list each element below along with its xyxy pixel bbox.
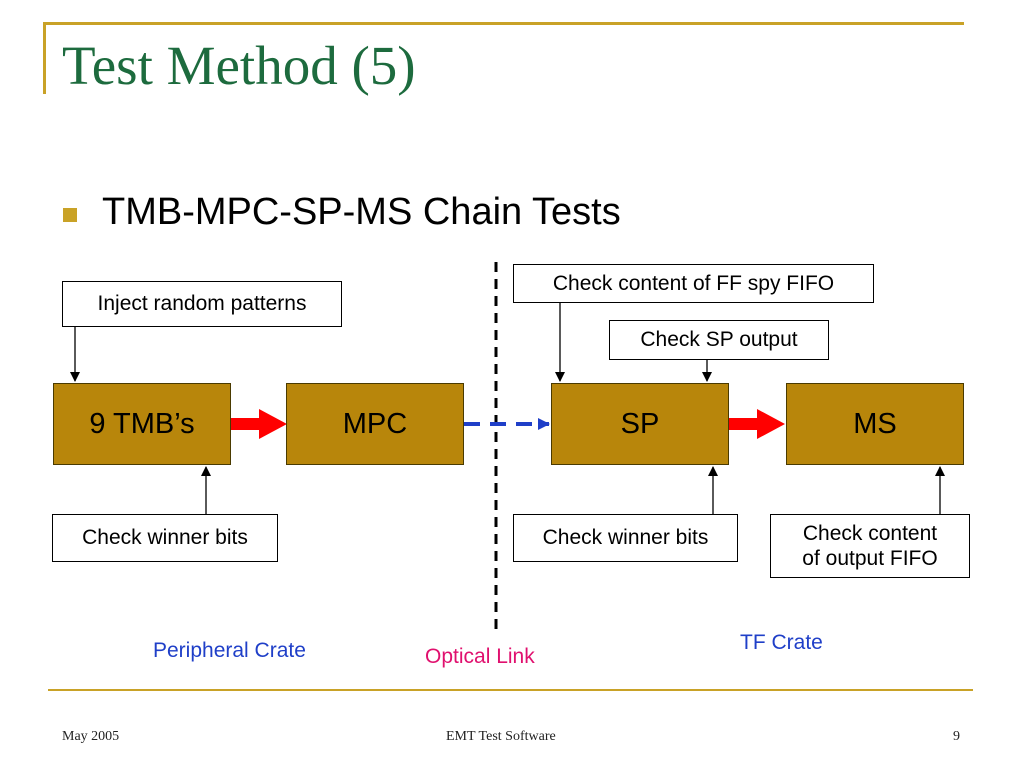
- mpc-node: MPC: [286, 383, 464, 465]
- output-fifo-line1: Check content: [802, 521, 938, 545]
- peripheral-crate-label: Peripheral Crate: [153, 639, 306, 662]
- output-fifo-line2: of output FIFO: [802, 547, 938, 570]
- red-arrow-sp-ms: [729, 409, 785, 439]
- tf-crate-label: TF Crate: [740, 631, 823, 654]
- footer-page-number: 9: [953, 729, 960, 744]
- winner-bits-left-callout: Check winner bits: [52, 514, 278, 562]
- red-arrow-tmb-mpc: [231, 409, 287, 439]
- footer-center-text: EMT Test Software: [446, 729, 556, 744]
- sp-node: SP: [551, 383, 729, 465]
- footer-rule: [48, 689, 973, 691]
- ms-node: MS: [786, 383, 964, 465]
- bullet-text: TMB-MPC-SP-MS Chain Tests: [102, 191, 621, 233]
- ff-spy-callout: Check content of FF spy FIFO: [513, 264, 874, 303]
- frame-horizontal-rule: [43, 22, 964, 25]
- sp-output-callout: Check SP output: [609, 320, 829, 360]
- inject-patterns-callout: Inject random patterns: [62, 281, 342, 327]
- slide-title: Test Method (5): [62, 35, 416, 96]
- bullet-square-icon: [63, 208, 77, 222]
- output-fifo-callout: Check content of output FIFO: [770, 514, 970, 578]
- footer-date: May 2005: [62, 729, 120, 744]
- tmb-node: 9 TMB’s: [53, 383, 231, 465]
- optical-link-label: Optical Link: [425, 645, 535, 668]
- frame-vertical-rule: [43, 22, 46, 94]
- winner-bits-right-callout: Check winner bits: [513, 514, 738, 562]
